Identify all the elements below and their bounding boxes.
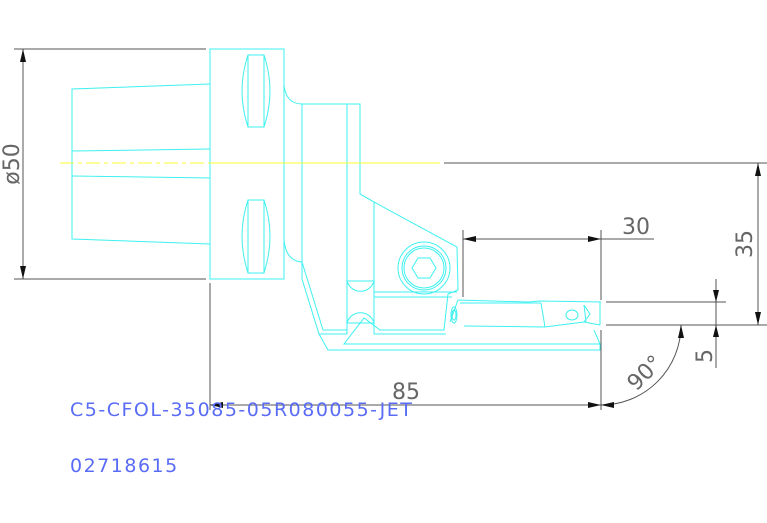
taper-shank bbox=[71, 83, 211, 245]
hex-socket-screw bbox=[397, 241, 451, 295]
tool-body bbox=[283, 84, 601, 351]
boring-bar bbox=[449, 299, 602, 328]
svg-text:30: 30 bbox=[622, 215, 650, 240]
dimension-overall-length: 85 bbox=[209, 283, 602, 410]
dimension-bar-length: 30 bbox=[462, 215, 654, 300]
svg-text:ø50: ø50 bbox=[0, 143, 25, 184]
svg-text:5: 5 bbox=[693, 349, 718, 363]
svg-text:90°: 90° bbox=[623, 351, 668, 396]
part-number-label: 02718615 bbox=[70, 455, 179, 477]
dimension-angle: 90° bbox=[600, 324, 684, 408]
svg-text:35: 35 bbox=[733, 230, 758, 258]
flange bbox=[209, 48, 285, 280]
dimension-tip-offset: 5 bbox=[606, 279, 726, 368]
dimension-diameter: ø50 bbox=[0, 48, 206, 280]
dimension-height: 35 bbox=[444, 162, 767, 326]
part-code-label: C5-CFOL-35085-05R080055-JET bbox=[70, 399, 414, 421]
svg-text:85: 85 bbox=[392, 380, 420, 405]
